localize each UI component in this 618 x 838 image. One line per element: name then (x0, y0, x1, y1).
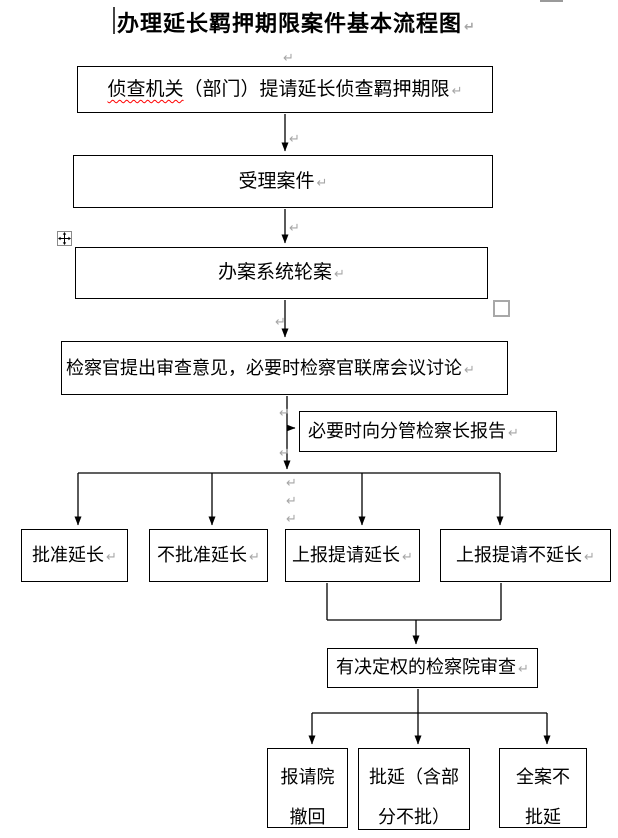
paragraph-mark: ↵ (286, 476, 297, 491)
paragraph-mark: ↵ (275, 315, 286, 330)
box-text-line2: 批延↵ (500, 797, 586, 838)
flow-box-approve-with-partial-denial[interactable]: 批延（含部 分不批）↵ (358, 748, 470, 830)
flowchart-title: 办理延长羁押期限案件基本流程图↵ (117, 6, 476, 38)
flow-box-disapprove-extension[interactable]: 不批准延长↵ (149, 529, 268, 582)
paragraph-mark: ↵ (402, 550, 413, 565)
page-edge-fragment (540, 0, 563, 2)
flowchart-title-text: 办理延长羁押期限案件基本流程图 (117, 11, 463, 36)
box-text: 批准延长 (32, 545, 105, 565)
paragraph-mark: ↵ (584, 550, 595, 565)
paragraph-mark: ↵ (316, 176, 328, 191)
box-text: 不批准延长 (157, 545, 248, 565)
box-text-line1: 报请院 (280, 767, 335, 787)
box-text: 上报提请延长 (292, 545, 401, 565)
move-handle-icon[interactable] (57, 231, 72, 246)
flow-box-request-extension[interactable]: 侦查机关（部门）提请延长侦查羁押期限↵ (77, 66, 493, 113)
flow-box-withdraw-request[interactable]: 报请院 撤回↵ (267, 748, 348, 828)
paragraph-mark: ↵ (249, 550, 260, 565)
flow-box-case-assignment[interactable]: 办案系统轮案↵ (75, 247, 488, 299)
paragraph-mark: ↵ (106, 550, 117, 565)
flow-box-approve-extension[interactable]: 批准延长↵ (21, 529, 128, 582)
paragraph-mark: ↵ (464, 20, 476, 35)
spellchecked-text: 侦查机关 (107, 79, 184, 100)
paragraph-mark: ↵ (279, 446, 290, 461)
flow-box-accept-case[interactable]: 受理案件↵ (73, 155, 493, 208)
paragraph-mark: ↵ (283, 51, 294, 66)
connector-submit-to-authority (326, 583, 502, 621)
paragraph-mark: ↵ (289, 132, 300, 147)
flow-box-report-chief-prosecutor[interactable]: 必要时向分管检察长报告↵ (299, 411, 557, 452)
box-text: 检察官提出审查意见，必要时检察官联席会议讨论 (66, 358, 462, 378)
box-text-line1: 全案不 (516, 767, 570, 787)
paragraph-mark: ↵ (451, 84, 463, 99)
paragraph-mark: ↵ (464, 363, 475, 378)
paragraph-mark: ↵ (508, 426, 519, 441)
resize-handle[interactable] (493, 300, 510, 317)
box-text-line2: 撤回↵ (268, 797, 347, 838)
box-text: 必要时向分管检察长报告 (308, 421, 506, 441)
flow-box-prosecutor-review[interactable]: 检察官提出审查意见，必要时检察官联席会议讨论↵ (61, 341, 508, 395)
paragraph-mark: ↵ (279, 406, 290, 421)
flow-box-authority-review[interactable]: 有决定权的检察院审查↵ (327, 648, 538, 688)
box-text-line2: 分不批）↵ (359, 797, 469, 838)
box-text-line1: 批延（含部 (369, 767, 459, 787)
paragraph-mark: ↵ (289, 221, 300, 236)
paragraph-mark: ↵ (334, 267, 345, 282)
paragraph-mark: ↵ (286, 512, 297, 527)
box-text: （部门）提请延长侦查羁押期限 (183, 79, 450, 100)
paragraph-mark: ↵ (286, 494, 297, 509)
flow-box-reject-entire-case[interactable]: 全案不 批延↵ (499, 748, 587, 828)
text-cursor (113, 7, 115, 34)
box-text: 受理案件 (238, 171, 315, 192)
flow-box-submit-request-extension[interactable]: 上报提请延长↵ (285, 529, 420, 582)
box-text: 有决定权的检察院审查 (336, 657, 517, 677)
flow-box-submit-request-no-extension[interactable]: 上报提请不延长↵ (440, 529, 611, 582)
box-text: 办案系统轮案 (218, 262, 333, 283)
box-text: 上报提请不延长 (456, 545, 583, 565)
paragraph-mark: ↵ (518, 662, 529, 677)
